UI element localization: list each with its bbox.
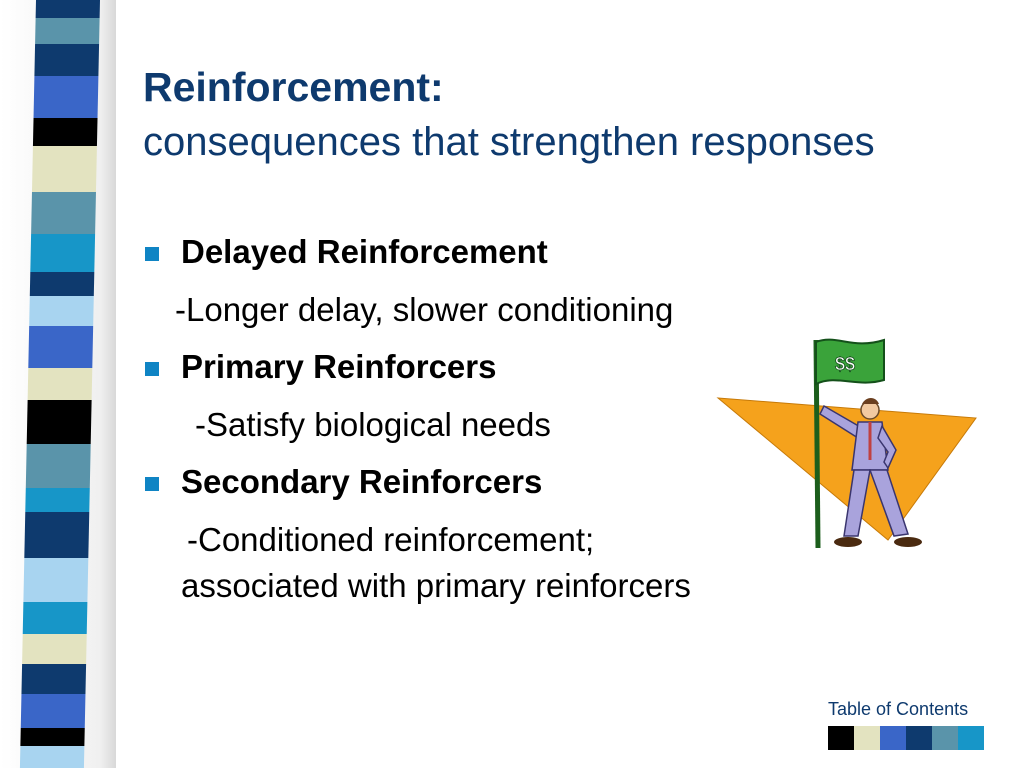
stripe-block bbox=[32, 118, 98, 146]
stripe-block bbox=[20, 728, 85, 746]
shoe-icon bbox=[894, 537, 922, 547]
stripe-block bbox=[34, 44, 100, 76]
stripe-block bbox=[23, 558, 89, 602]
orange-triangle bbox=[716, 397, 977, 541]
decorative-stripe bbox=[19, 0, 100, 768]
bullet-detail-delayed: -Longer delay, slower conditioning bbox=[175, 291, 674, 328]
stripe-block bbox=[35, 0, 100, 18]
stripe-block bbox=[30, 234, 96, 272]
stripe-block bbox=[24, 512, 90, 558]
stripe-block bbox=[25, 444, 91, 488]
bullet-detail-secondary-line1: -Conditioned reinforcement; bbox=[187, 521, 595, 558]
nav-square bbox=[828, 726, 854, 750]
stripe-block bbox=[28, 326, 94, 368]
flag-icon bbox=[815, 338, 885, 386]
stripe-block bbox=[27, 368, 93, 400]
stripe-block bbox=[31, 146, 97, 192]
stripe-block bbox=[31, 192, 96, 234]
table-of-contents-link[interactable]: Table of Contents bbox=[828, 699, 969, 719]
shoe-icon bbox=[834, 537, 862, 547]
stripe-block bbox=[35, 18, 100, 44]
leg-icon bbox=[868, 469, 909, 537]
stripe-block bbox=[20, 694, 86, 728]
stripe-block bbox=[25, 488, 90, 512]
bullet-heading-secondary: Secondary Reinforcers bbox=[181, 463, 543, 500]
stripe-block bbox=[26, 400, 92, 444]
nav-color-squares bbox=[828, 726, 1010, 750]
nav-square bbox=[958, 726, 984, 750]
stripe-block bbox=[19, 746, 85, 768]
stripe-block bbox=[22, 602, 88, 634]
bullet-detail-secondary-line2: associated with primary reinforcers bbox=[181, 567, 691, 604]
bullet-heading-delayed: Delayed Reinforcement bbox=[181, 233, 548, 270]
stripe-block bbox=[33, 76, 99, 118]
nav-square bbox=[880, 726, 906, 750]
slide-title: Reinforcement: bbox=[143, 64, 444, 110]
bullet-heading-primary: Primary Reinforcers bbox=[181, 348, 497, 385]
arm-icon bbox=[877, 424, 897, 470]
leg-icon bbox=[843, 469, 871, 537]
nav-square bbox=[906, 726, 932, 750]
decorative-stripe-background bbox=[0, 0, 116, 768]
stripe-block bbox=[21, 664, 87, 694]
stripe-block bbox=[29, 272, 95, 296]
hair-icon bbox=[862, 398, 879, 404]
man-with-dollar-flag-icon: $$ bbox=[716, 338, 977, 549]
flag-text: $$ bbox=[835, 354, 855, 374]
nav-square bbox=[932, 726, 958, 750]
bullet-detail-primary: -Satisfy biological needs bbox=[195, 406, 551, 443]
nav-square bbox=[854, 726, 880, 750]
bullet-marker bbox=[145, 247, 159, 261]
bullet-marker bbox=[145, 477, 159, 491]
bullet-marker bbox=[145, 362, 159, 376]
stripe-block bbox=[29, 296, 94, 326]
slide-subtitle: consequences that strengthen responses bbox=[143, 120, 875, 164]
stripe-block bbox=[22, 634, 87, 664]
